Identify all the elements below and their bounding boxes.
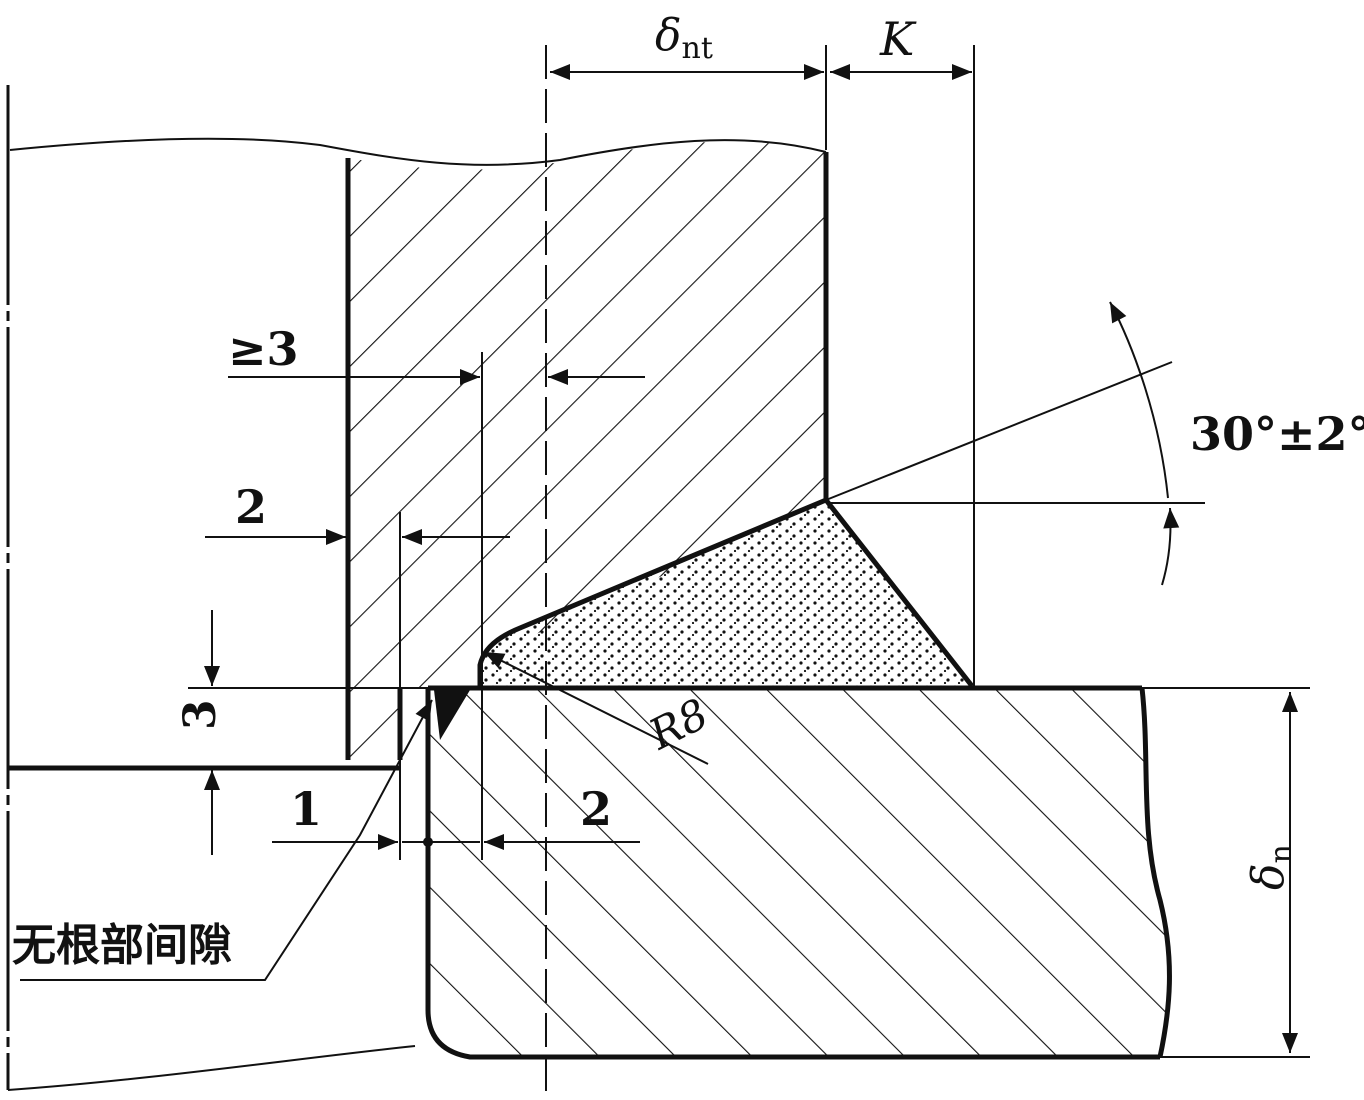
- angle-label: 30°±2°: [1190, 407, 1364, 461]
- delta-n-label: δn: [1243, 844, 1299, 890]
- dim1-label: 1: [290, 782, 322, 836]
- upper-break-line: [9, 137, 827, 166]
- nozzle-outline: [345, 152, 829, 760]
- k-label: K: [879, 12, 917, 66]
- delta-nt-label: δnt: [655, 10, 713, 66]
- root-weld-mark: [434, 690, 470, 740]
- nozzle-section: [348, 141, 826, 760]
- min-gap-label: ≥3: [228, 322, 299, 376]
- base-plate-section: [428, 688, 1170, 1057]
- dim2-upper-label: 2: [235, 480, 267, 534]
- dim-dot: [423, 837, 433, 847]
- no-root-gap-leader: [20, 699, 433, 981]
- angle-arc-lower: [1161, 507, 1180, 586]
- lower-shell-line: [7, 1045, 416, 1091]
- dim2-lower-label: 2: [580, 782, 612, 836]
- bevel-angle-line: [825, 361, 1173, 501]
- r8-leader: [483, 651, 709, 765]
- weld-face-line: [824, 498, 974, 688]
- weld-deposit: [480, 500, 972, 686]
- angle-arc-upper: [1109, 301, 1169, 499]
- no-root-gap-label: 无根部间隙: [12, 920, 232, 971]
- dim3-label: 3: [175, 699, 226, 730]
